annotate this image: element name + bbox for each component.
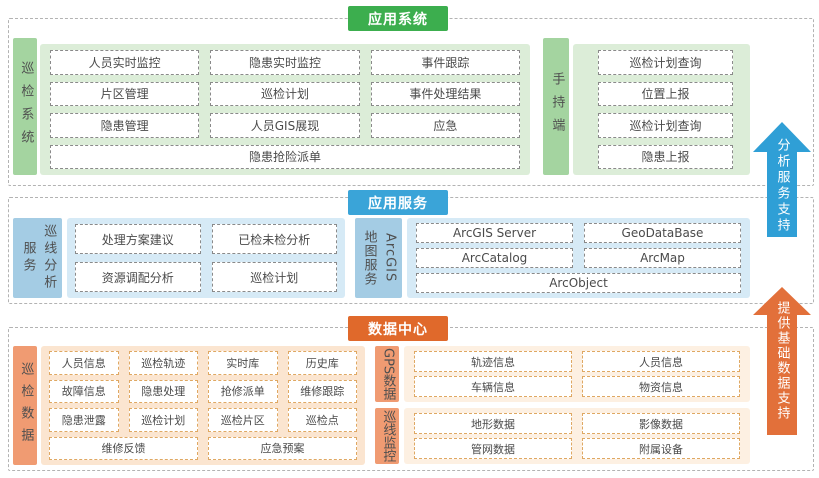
arcgis-box: ArcMap <box>584 248 741 268</box>
box-row: 隐患抢险派单 <box>50 144 520 169</box>
gps-data-box: 轨迹信息 <box>414 351 572 372</box>
gps-data-label-text: GPS数据 <box>380 347 396 401</box>
patrol-system-box: 事件处理结果 <box>370 81 520 106</box>
analysis-support-arrow: 分析服务支持 <box>753 122 811 237</box>
patrol-data-label-text: 巡检数据 <box>18 361 34 450</box>
patrol-system-label: 巡检系统 <box>13 38 37 175</box>
box-row: 隐患上报 <box>598 144 733 169</box>
patrol-data-box: 巡检计划 <box>128 408 198 432</box>
patrol-data-box: 故障信息 <box>49 379 119 403</box>
handheld-box: 巡检计划查询 <box>598 50 733 75</box>
arcgis-service-panel: ArcGIS Server GeoDataBase ArcCatalog Arc… <box>407 218 750 298</box>
line-analysis-box: 已检未检分析 <box>211 224 337 254</box>
patrol-system-box: 隐患实时监控 <box>210 50 360 75</box>
gps-data-box: 车辆信息 <box>414 376 572 397</box>
handheld-box: 巡检计划查询 <box>598 113 733 138</box>
app-service-title: 应用服务 <box>348 190 448 215</box>
patrol-data-box: 巡检片区 <box>208 408 278 432</box>
patrol-data-box: 隐患泄露 <box>49 408 119 432</box>
patrol-data-box: 历史库 <box>287 351 357 375</box>
arcgis-wide-box: ArcObject <box>416 273 741 293</box>
patrol-system-panel: 人员实时监控 隐患实时监控 事件跟踪 片区管理 巡检计划 事件处理结果 隐患管理… <box>40 44 530 175</box>
handheld-label: 手持端 <box>543 38 569 175</box>
up-arrow-icon <box>753 287 811 315</box>
arrow-shaft <box>767 152 797 237</box>
box-row: 人员实时监控 隐患实时监控 事件跟踪 <box>50 50 520 75</box>
patrol-data-wide-box: 应急预案 <box>208 436 357 460</box>
arrow-shaft <box>767 315 797 435</box>
box-row: 位置上报 <box>598 81 733 106</box>
line-monitor-box: 管网数据 <box>414 438 572 459</box>
box-row: 资源调配分析 巡检计划 <box>75 262 337 292</box>
patrol-system-box: 人员实时监控 <box>50 50 200 75</box>
line-monitor-panel: 地形数据 影像数据 管网数据 附属设备 <box>404 408 750 464</box>
box-row: 处理方案建议 已检未检分析 <box>75 224 337 254</box>
line-analysis-label: 巡线分析 服务 <box>13 218 62 298</box>
data-support-arrow: 提供基础数据支持 <box>753 287 811 435</box>
line-monitor-label: 巡线监控 <box>375 408 399 464</box>
patrol-data-box: 实时库 <box>208 351 278 375</box>
patrol-system-label-text: 巡检系统 <box>18 60 34 153</box>
data-support-arrow-text: 提供基础数据支持 <box>774 301 790 421</box>
box-row: 巡检计划查询 <box>598 50 733 75</box>
line-analysis-panel: 处理方案建议 已检未检分析 资源调配分析 巡检计划 <box>67 218 345 298</box>
box-row: 车辆信息 物资信息 <box>414 376 740 397</box>
line-analysis-box: 资源调配分析 <box>75 262 201 292</box>
box-row: 人员信息 巡检轨迹 实时库 历史库 <box>49 351 357 375</box>
gps-data-box: 物资信息 <box>582 376 740 397</box>
patrol-system-box: 应急 <box>370 113 520 138</box>
patrol-system-wide-box: 隐患抢险派单 <box>50 144 520 169</box>
patrol-data-box: 隐患处理 <box>128 379 198 403</box>
handheld-label-text: 手持端 <box>549 72 565 141</box>
patrol-data-box: 人员信息 <box>49 351 119 375</box>
patrol-data-box: 巡检点 <box>287 408 357 432</box>
box-row: ArcCatalog ArcMap <box>416 248 741 268</box>
arcgis-box: ArcCatalog <box>416 248 573 268</box>
gps-data-panel: 轨迹信息 人员信息 车辆信息 物资信息 <box>404 346 750 402</box>
line-monitor-label-text: 巡线监控 <box>380 410 396 462</box>
arcgis-service-label-text: ArcGIS 地图服务 <box>361 230 398 286</box>
box-row: ArcObject <box>416 273 741 293</box>
box-row: 故障信息 隐患处理 抢修派单 维修跟踪 <box>49 379 357 403</box>
up-arrow-icon <box>753 122 811 152</box>
patrol-system-box: 人员GIS展现 <box>210 113 360 138</box>
data-center-title: 数据中心 <box>348 316 448 341</box>
line-monitor-box: 附属设备 <box>582 438 740 459</box>
arcgis-service-label: ArcGIS 地图服务 <box>355 218 402 298</box>
box-row: 管网数据 附属设备 <box>414 438 740 459</box>
box-row: 隐患泄露 巡检计划 巡检片区 巡检点 <box>49 408 357 432</box>
box-row: 维修反馈 应急预案 <box>49 436 357 460</box>
patrol-system-box: 巡检计划 <box>210 81 360 106</box>
app-system-title: 应用系统 <box>348 6 448 31</box>
box-row: ArcGIS Server GeoDataBase <box>416 223 741 243</box>
gps-data-box: 人员信息 <box>582 351 740 372</box>
gps-data-label: GPS数据 <box>375 346 399 402</box>
patrol-data-box: 抢修派单 <box>208 379 278 403</box>
box-row: 轨迹信息 人员信息 <box>414 351 740 372</box>
handheld-box: 隐患上报 <box>598 144 733 169</box>
patrol-data-box: 巡检轨迹 <box>128 351 198 375</box>
patrol-data-panel: 人员信息 巡检轨迹 实时库 历史库 故障信息 隐患处理 抢修派单 维修跟踪 隐患… <box>41 346 365 465</box>
arcgis-box: GeoDataBase <box>584 223 741 243</box>
handheld-panel: 巡检计划查询 位置上报 巡检计划查询 隐患上报 <box>573 44 750 175</box>
box-row: 片区管理 巡检计划 事件处理结果 <box>50 81 520 106</box>
handheld-box: 位置上报 <box>598 81 733 106</box>
patrol-data-box: 维修跟踪 <box>287 379 357 403</box>
patrol-data-label: 巡检数据 <box>13 346 37 465</box>
patrol-system-box: 事件跟踪 <box>370 50 520 75</box>
box-row: 隐患管理 人员GIS展现 应急 <box>50 113 520 138</box>
line-analysis-box: 巡检计划 <box>211 262 337 292</box>
box-row: 巡检计划查询 <box>598 113 733 138</box>
patrol-system-box: 隐患管理 <box>50 113 200 138</box>
line-analysis-box: 处理方案建议 <box>75 224 201 254</box>
line-monitor-box: 地形数据 <box>414 413 572 434</box>
analysis-support-arrow-text: 分析服务支持 <box>774 138 790 234</box>
arcgis-box: ArcGIS Server <box>416 223 573 243</box>
line-analysis-label-text: 巡线分析 服务 <box>20 224 57 292</box>
box-row: 地形数据 影像数据 <box>414 413 740 434</box>
patrol-data-wide-box: 维修反馈 <box>49 436 198 460</box>
line-monitor-box: 影像数据 <box>582 413 740 434</box>
patrol-system-box: 片区管理 <box>50 81 200 106</box>
